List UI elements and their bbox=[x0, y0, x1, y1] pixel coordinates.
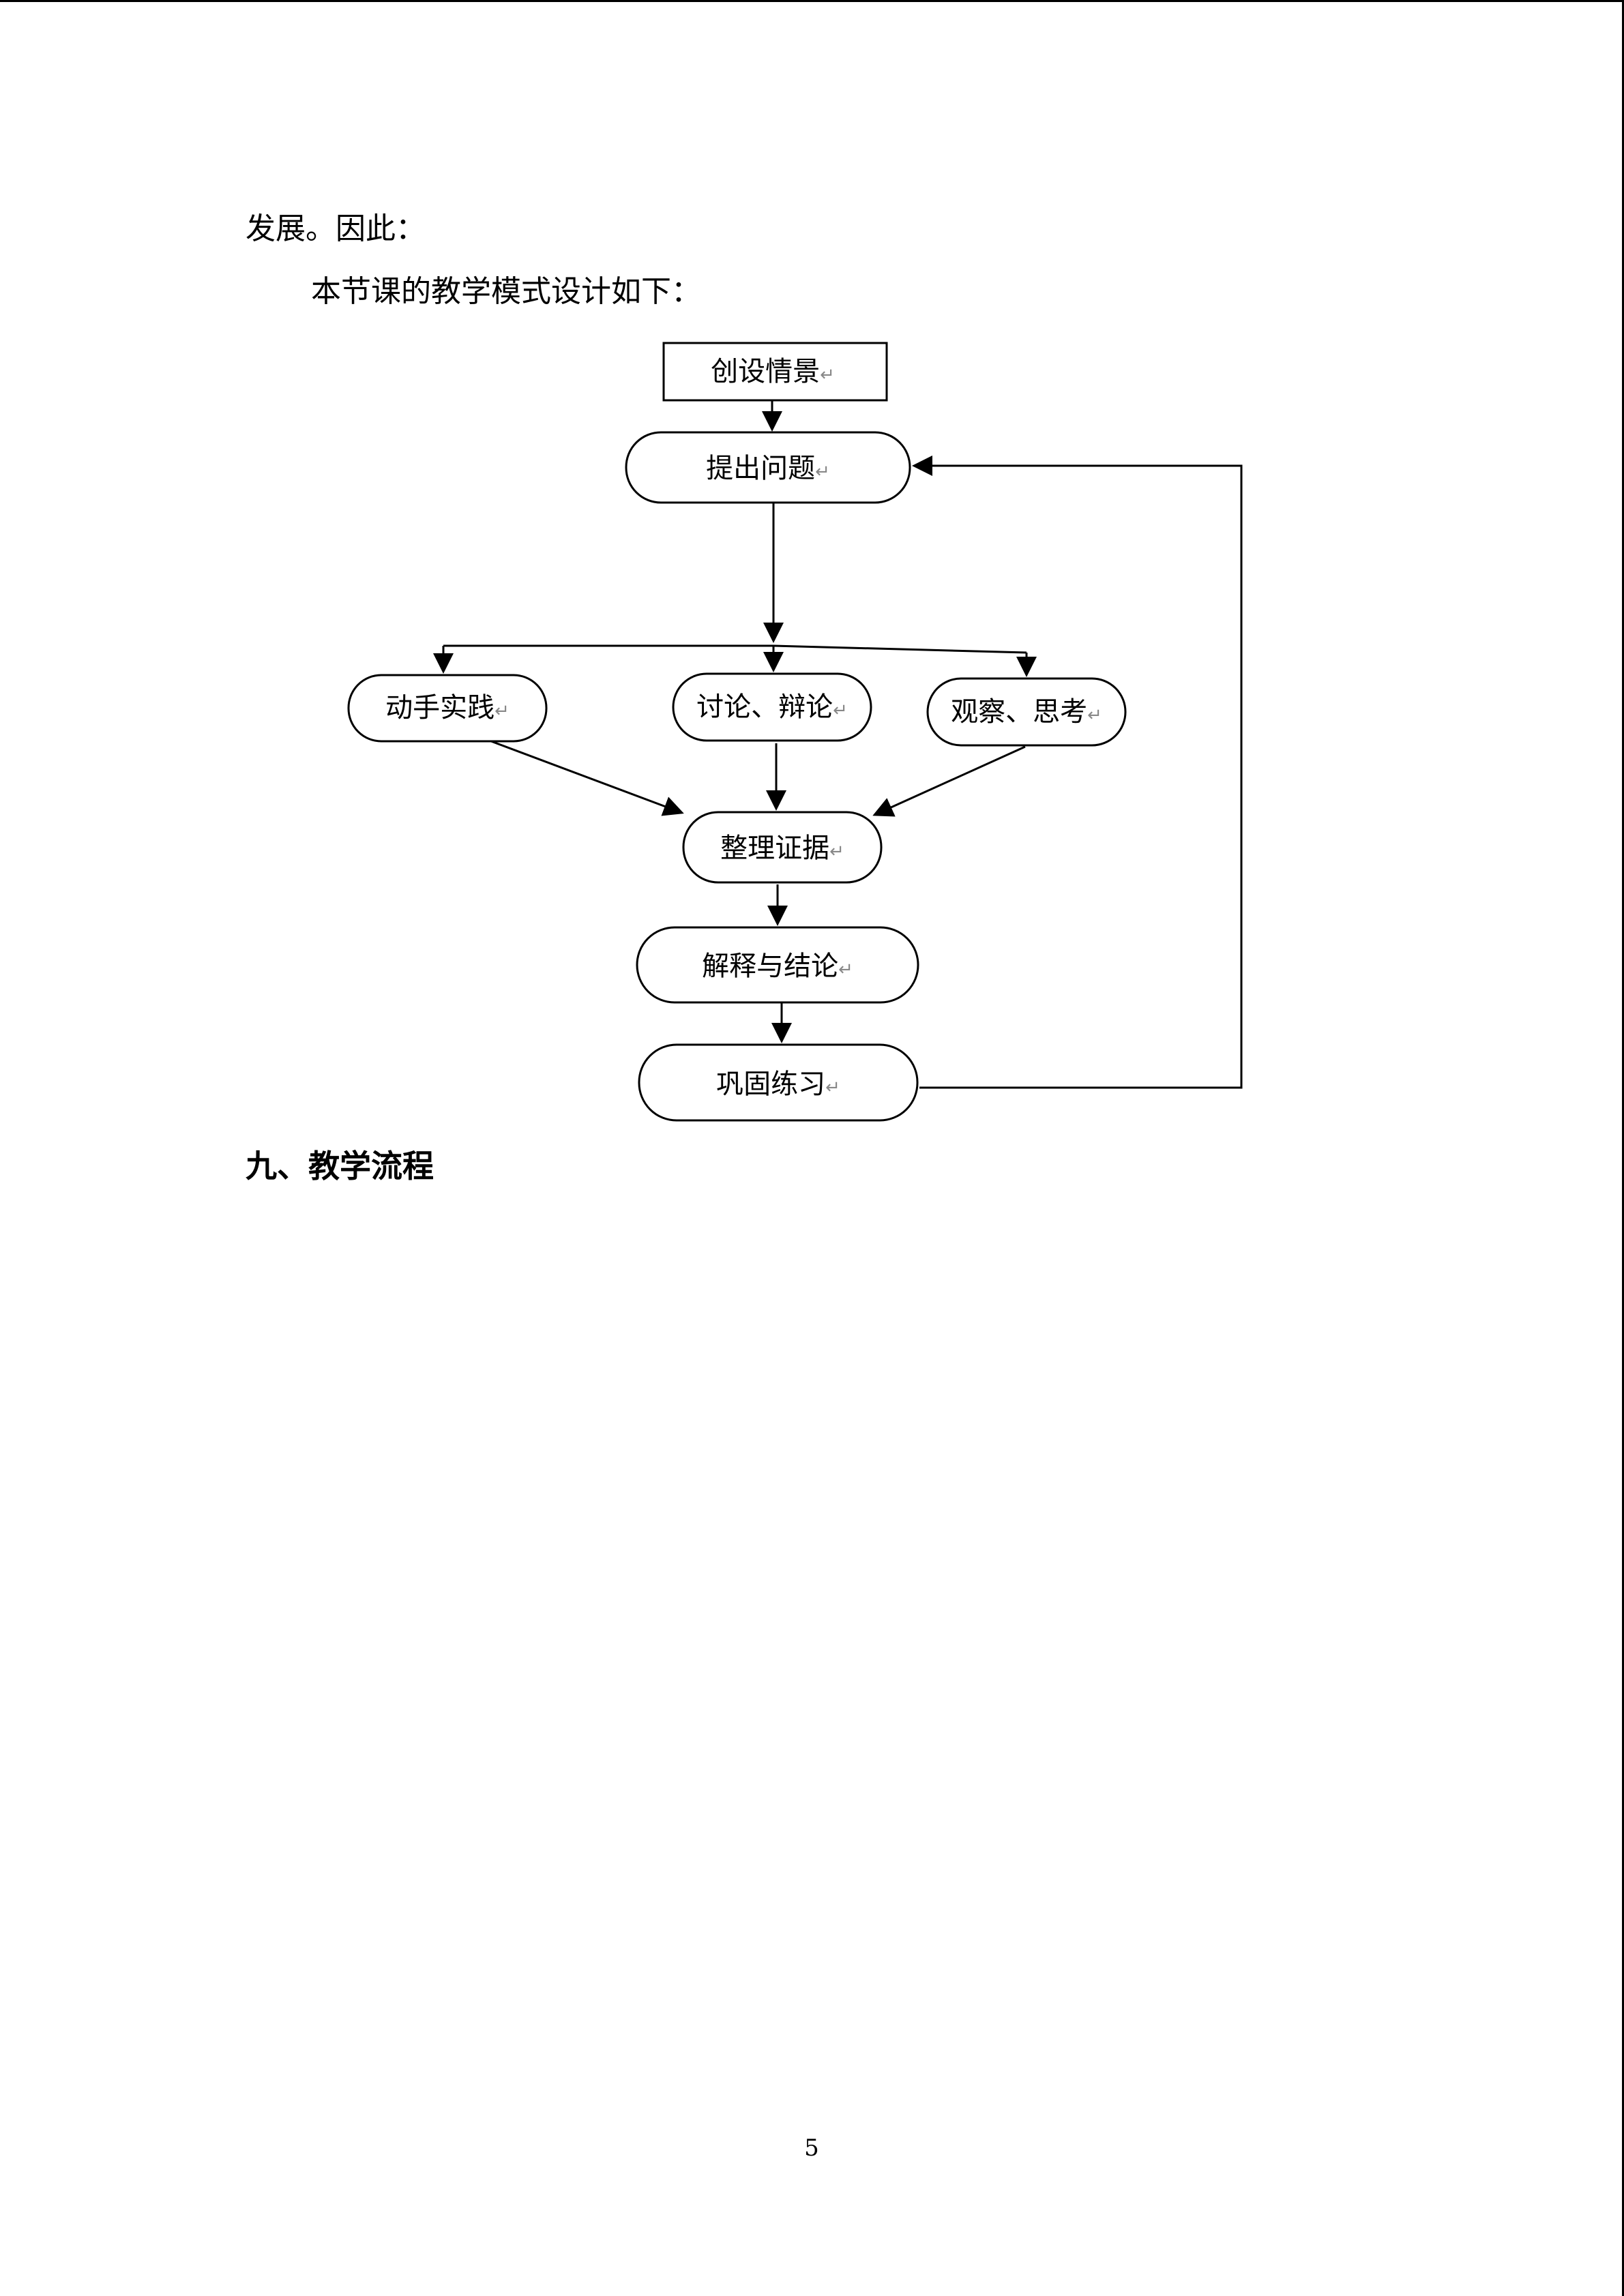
edge-branch-horizontal bbox=[443, 644, 1027, 654]
svg-text:巩固练习↵: 巩固练习↵ bbox=[716, 1069, 840, 1100]
teaching-mode-flowchart: 创设情景↵ 提出问题↵ 动手实践↵ 讨论、辩论↵ 观察、思考↵ 整理证据↵ bbox=[347, 342, 1243, 1122]
node-consolidate-practice: 巩固练习↵ bbox=[638, 1043, 919, 1122]
page-right-border bbox=[1622, 0, 1624, 2296]
edge-observe-to-evidence bbox=[872, 745, 1026, 817]
svg-text:整理证据↵: 整理证据↵ bbox=[720, 833, 844, 864]
paragraph-continuation: 发展。因此： bbox=[246, 211, 426, 246]
node-raise-question: 提出问题↵ bbox=[625, 431, 911, 504]
edge-hands-on-to-evidence bbox=[490, 740, 684, 816]
node-organize-evidence: 整理证据↵ bbox=[682, 811, 883, 884]
node-explain-conclude: 解释与结论↵ bbox=[636, 926, 919, 1004]
edge-practice-loop-back bbox=[912, 456, 1243, 1089]
node-create-scenario: 创设情景↵ bbox=[662, 342, 888, 402]
svg-text:讨论、辩论↵: 讨论、辩论↵ bbox=[696, 691, 848, 723]
svg-text:解释与结论↵: 解释与结论↵ bbox=[702, 951, 853, 982]
node-discuss-debate: 讨论、辩论↵ bbox=[672, 672, 872, 742]
svg-text:动手实践↵: 动手实践↵ bbox=[385, 692, 510, 724]
node-hands-on: 动手实践↵ bbox=[347, 674, 548, 743]
svg-text:观察、思考↵: 观察、思考↵ bbox=[951, 696, 1102, 728]
section-heading: 九、教学流程 bbox=[246, 1148, 434, 1184]
paragraph-intro-flowchart: 本节课的教学模式设计如下： bbox=[311, 274, 701, 309]
svg-text:提出问题↵: 提出问题↵ bbox=[706, 453, 830, 484]
page-top-border bbox=[0, 0, 1624, 2]
svg-text:创设情景↵: 创设情景↵ bbox=[711, 356, 835, 387]
page-number: 5 bbox=[804, 2134, 819, 2162]
node-observe-think: 观察、思考↵ bbox=[926, 677, 1127, 747]
